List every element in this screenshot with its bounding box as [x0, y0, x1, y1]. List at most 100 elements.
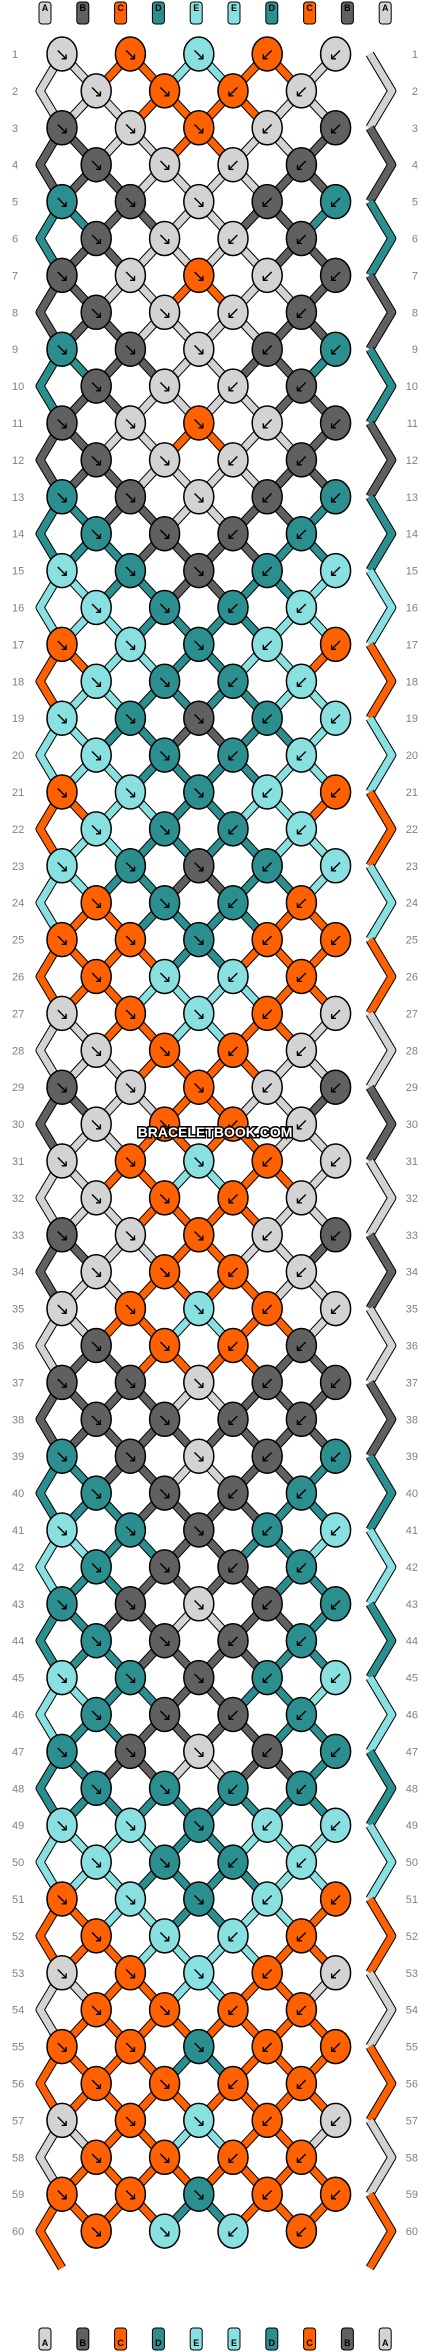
- knot-arrow-icon: ↘: [123, 2038, 137, 2058]
- knot: [319, 626, 352, 663]
- knot: [217, 1991, 249, 2028]
- knot: [319, 36, 352, 72]
- knot: [80, 2213, 112, 2249]
- row-number-left: 21: [12, 787, 24, 799]
- strand-end: [378, 1, 392, 25]
- knot: [285, 1032, 318, 1069]
- knot: [251, 1659, 283, 1696]
- knot-arrow-icon: ↙: [226, 303, 240, 323]
- knot-arrow-icon: ↙: [226, 2148, 240, 2168]
- knot-arrow-icon: ↙: [260, 1300, 274, 1320]
- knot-arrow-icon: ↙: [294, 1263, 308, 1283]
- row-number-left: 27: [12, 1008, 24, 1020]
- knot-arrow-icon: ↘: [157, 1263, 171, 1283]
- knot-arrow-icon: ↙: [328, 857, 342, 877]
- knot-arrow-icon: ↙: [260, 1373, 274, 1393]
- knot-arrow-icon: ↙: [328, 414, 342, 434]
- row-number-left: 53: [12, 1968, 24, 1980]
- knot: [319, 921, 352, 958]
- knot-arrow-icon: ↙: [294, 1558, 308, 1578]
- knot-arrow-icon: ↘: [157, 1706, 171, 1726]
- knot: [285, 2065, 318, 2102]
- edge-strand: [366, 1380, 396, 1458]
- row-number-right: 50: [406, 1857, 418, 1869]
- edge-strand: [366, 1233, 396, 1311]
- row-number-left: 14: [12, 529, 24, 541]
- knot: [251, 848, 283, 884]
- knot-arrow-icon: ↘: [89, 894, 103, 914]
- watermark-text: BRACELETBOOK.COM: [138, 1124, 293, 1140]
- knot: [285, 1770, 318, 1807]
- knot-arrow-icon: ↘: [157, 1779, 171, 1799]
- knot: [46, 995, 78, 1032]
- knot: [319, 110, 352, 146]
- knot: [285, 1991, 318, 2028]
- knot: [217, 1770, 249, 1807]
- knot: [80, 1106, 112, 1142]
- knot-arrow-icon: ↙: [294, 672, 308, 692]
- knot: [148, 1622, 181, 1659]
- row-number-left: 23: [12, 861, 24, 873]
- knot: [217, 220, 249, 257]
- knot-arrow-icon: ↘: [192, 2185, 206, 2205]
- row-number-right: 10: [406, 381, 418, 393]
- knot: [319, 331, 352, 367]
- edge-strand: [366, 1602, 396, 1680]
- strand-letter: C: [117, 2338, 124, 2348]
- row-number-left: 13: [12, 492, 24, 504]
- knot-arrow-icon: ↙: [226, 2075, 240, 2095]
- knot: [46, 479, 78, 515]
- row-number-left: 36: [12, 1341, 24, 1353]
- row-number-left: 43: [12, 1599, 24, 1611]
- knot: [148, 1844, 181, 1880]
- strand-end: [76, 2327, 90, 2351]
- row-number-right: 42: [406, 1562, 418, 1574]
- row-number-left: 16: [12, 603, 24, 615]
- strand-letter: B: [80, 2338, 87, 2348]
- knot: [46, 331, 78, 367]
- knot: [148, 220, 181, 257]
- knot: [251, 1290, 283, 1327]
- knot-arrow-icon: ↘: [192, 635, 206, 655]
- knot: [217, 515, 249, 552]
- knot-arrow-icon: ↘: [123, 1152, 137, 1172]
- knot-arrow-icon: ↘: [123, 1816, 137, 1836]
- knot: [285, 811, 318, 847]
- knot-arrow-icon: ↙: [328, 45, 342, 65]
- knot-arrow-icon: ↙: [226, 746, 240, 766]
- knot-arrow-icon: ↘: [55, 266, 69, 286]
- row-number-left: 20: [12, 750, 24, 762]
- knot: [251, 479, 283, 515]
- row-number-right: 6: [412, 234, 418, 246]
- edge-strand: [366, 1823, 396, 1901]
- edge-strand: [366, 495, 396, 573]
- knot-arrow-icon: ↘: [192, 266, 206, 286]
- knot: [285, 1622, 318, 1659]
- knot: [46, 2176, 78, 2212]
- knot-arrow-icon: ↙: [294, 1041, 308, 1061]
- edge-strand: [366, 1749, 396, 1827]
- knot: [80, 737, 112, 773]
- knot: [114, 1364, 147, 1401]
- knot-arrow-icon: ↘: [55, 1669, 69, 1689]
- knot: [319, 405, 352, 441]
- knot-arrow-icon: ↘: [89, 156, 103, 176]
- row-number-right: 57: [406, 2115, 418, 2127]
- knot: [183, 1881, 215, 1917]
- knot-arrow-icon: ↘: [157, 1041, 171, 1061]
- row-number-right: 54: [406, 2005, 418, 2017]
- knot-arrow-icon: ↘: [55, 635, 69, 655]
- row-number-left: 18: [12, 676, 24, 688]
- knot-arrow-icon: ↙: [294, 968, 308, 988]
- knot-arrow-icon: ↘: [157, 451, 171, 471]
- knot-arrow-icon: ↘: [123, 783, 137, 803]
- knot-arrow-icon: ↙: [260, 1964, 274, 1984]
- strand-letter: A: [382, 2338, 389, 2348]
- knot: [251, 1807, 283, 1843]
- knot-arrow-icon: ↙: [328, 562, 342, 582]
- row-number-right: 17: [406, 639, 418, 651]
- knot: [217, 663, 249, 700]
- knot: [183, 1438, 215, 1474]
- knot: [319, 1217, 352, 1253]
